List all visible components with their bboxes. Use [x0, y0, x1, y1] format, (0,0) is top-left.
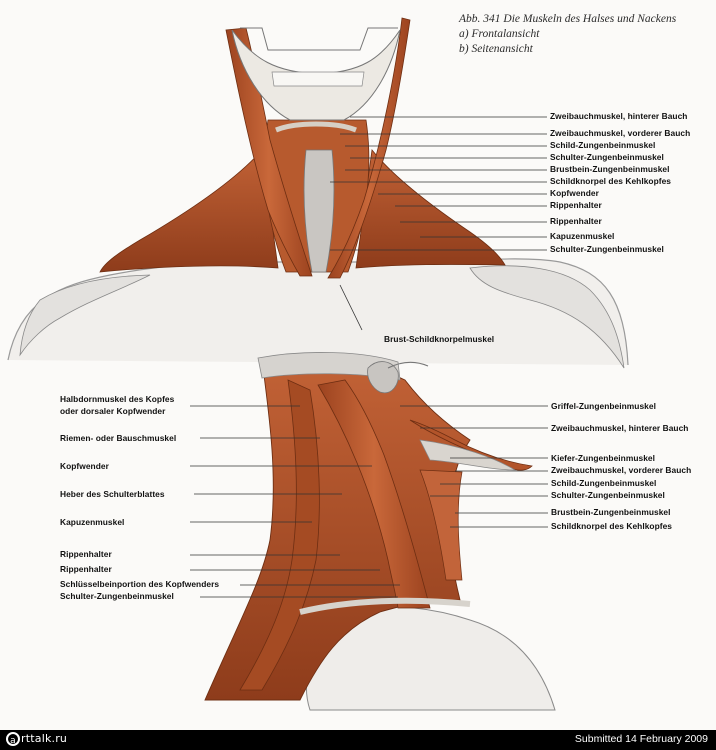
side-right-label: Schulter-Zungenbeinmuskel	[551, 490, 665, 500]
anatomy-plate: Abb. 341 Die Muskeln des Halses und Nack…	[7, 12, 692, 711]
side-left-label: Riemen- oder Bauschmuskel	[60, 433, 177, 443]
front-label: Zweibauchmuskel, vorderer Bauch	[550, 128, 691, 138]
side-left-label: Schlüsselbeinportion des Kopfwenders	[60, 579, 220, 589]
caption-title: Abb. 341 Die Muskeln des Halses und Nack…	[459, 13, 677, 25]
side-left-label: Heber des Schulterblattes	[60, 489, 165, 499]
front-label: Brustbein-Zungenbeinmuskel	[550, 164, 670, 174]
side-right-label: Schild-Zungenbeinmuskel	[551, 478, 657, 488]
caption-side: b) Seitenansicht	[459, 43, 533, 55]
side-left-label: Rippenhalter	[60, 549, 112, 559]
side-right-label: Kiefer-Zungenbeinmuskel	[551, 453, 655, 463]
front-label: Schild-Zungenbeinmuskel	[550, 140, 656, 150]
front-label: Zweibauchmuskel, hinterer Bauch	[550, 111, 688, 121]
side-left-label: Kopfwender	[60, 461, 109, 471]
figure-caption: Abb. 341 Die Muskeln des Halses und Nack…	[459, 12, 676, 57]
side-right-label: Zweibauchmuskel, hinterer Bauch	[551, 423, 689, 433]
front-right-sternocleidomastoid	[327, 17, 411, 279]
front-label: Rippenhalter	[550, 216, 602, 226]
side-trapezius	[239, 379, 320, 691]
front-right-trapezius	[355, 149, 506, 269]
front-teeth	[271, 71, 365, 87]
pointer-lines	[190, 116, 548, 598]
side-head-base	[257, 352, 401, 381]
front-label: Schulter-Zungenbeinmuskel	[550, 244, 664, 254]
side-clavicle	[299, 597, 471, 615]
front-left-sternocleidomastoid	[225, 27, 313, 277]
side-left-label: Schulter-Zungenbeinmuskel	[60, 591, 174, 601]
front-right-shoulder-sketch	[469, 265, 625, 369]
logo-icon: a	[6, 732, 20, 746]
front-bottom-label: Brust-Schildknorpelmuskel	[384, 334, 495, 344]
side-right-label: Griffel-Zungenbeinmuskel	[551, 401, 656, 411]
side-right-label: Zweibauchmuskel, vorderer Bauch	[551, 465, 692, 475]
side-left-label: Rippenhalter	[60, 564, 112, 574]
side-styloid	[387, 361, 429, 369]
front-left-shoulder-sketch	[19, 274, 151, 357]
logo-text: rttalk.ru	[21, 732, 68, 745]
front-label: Rippenhalter	[550, 200, 602, 210]
side-left-label: Kapuzenmuskel	[60, 517, 125, 527]
front-label: Kapuzenmuskel	[550, 231, 615, 241]
side-jaw-underside	[419, 439, 517, 471]
side-right-label: Brustbein-Zungenbeinmuskel	[551, 507, 671, 517]
front-hyoid	[275, 121, 357, 133]
front-trachea	[303, 149, 335, 273]
front-view	[7, 17, 629, 369]
front-label: Kopfwender	[550, 188, 599, 198]
side-right-label: Schildknorpel des Kehlkopfes	[551, 521, 673, 531]
front-left-trapezius	[99, 149, 279, 273]
side-view	[204, 352, 556, 711]
anatomy-illustration	[7, 17, 629, 711]
side-sternocleidomastoid	[317, 379, 431, 609]
front-label: Schildknorpel des Kehlkopfes	[550, 176, 672, 186]
front-label: Schulter-Zungenbeinmuskel	[550, 152, 664, 162]
side-ear-bone	[367, 361, 399, 394]
side-left-label: oder dorsaler Kopfwender	[60, 406, 166, 416]
submitted-date: Submitted 14 February 2009	[574, 733, 708, 745]
front-skull-top	[240, 27, 398, 51]
caption-front: a) Frontalansicht	[459, 28, 540, 40]
side-infrahyoid	[419, 469, 463, 581]
side-left-label: Halbdornmuskel des Kopfes	[60, 394, 175, 404]
